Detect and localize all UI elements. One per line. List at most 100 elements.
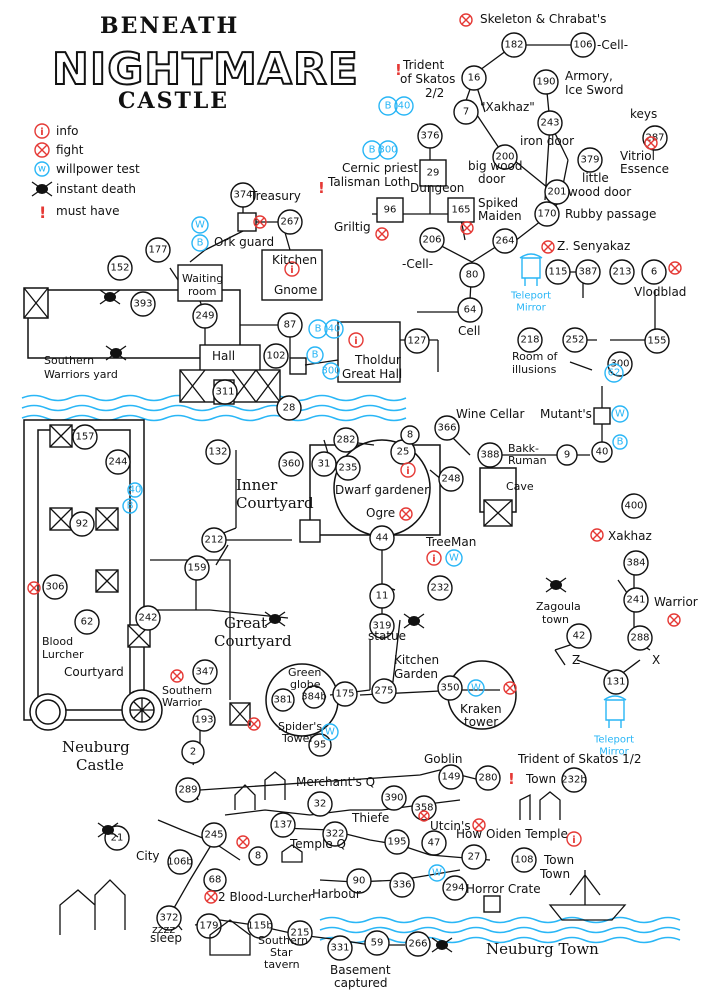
node[interactable]: 8 xyxy=(400,425,420,445)
node[interactable]: 294 xyxy=(442,875,468,901)
node[interactable]: 177 xyxy=(145,237,171,263)
node[interactable]: 358 xyxy=(411,795,437,821)
node[interactable]: 300 xyxy=(607,351,633,377)
node[interactable]: 232b xyxy=(561,767,587,793)
node[interactable]: 322 xyxy=(322,821,348,847)
node[interactable]: 102 xyxy=(263,343,289,369)
node[interactable]: 80 xyxy=(459,262,485,288)
node[interactable]: 288 xyxy=(627,625,653,651)
node[interactable]: 350 xyxy=(437,675,463,701)
node[interactable]: 242 xyxy=(135,605,161,631)
node[interactable]: 372 xyxy=(156,905,182,931)
node[interactable]: 218 xyxy=(517,327,543,353)
node[interactable]: 131 xyxy=(603,669,629,695)
node[interactable]: 9 xyxy=(556,444,578,466)
node[interactable]: 384b xyxy=(301,685,327,709)
node[interactable]: 374 xyxy=(230,182,256,208)
node[interactable]: 155 xyxy=(644,328,670,354)
node[interactable]: 170 xyxy=(534,201,560,227)
node[interactable]: 59 xyxy=(364,930,390,956)
node[interactable]: 311 xyxy=(212,379,238,405)
node[interactable]: 90 xyxy=(346,868,372,894)
node[interactable]: 331 xyxy=(327,935,353,961)
node[interactable]: 8 xyxy=(248,846,268,866)
node[interactable]: 149 xyxy=(438,764,464,790)
node[interactable]: 106b xyxy=(167,849,193,875)
node[interactable]: 381 xyxy=(271,688,295,712)
node[interactable]: 360 xyxy=(278,451,304,477)
node[interactable]: 115 xyxy=(545,259,571,285)
node[interactable]: 193 xyxy=(192,708,216,732)
node[interactable]: 175 xyxy=(332,681,358,707)
node[interactable]: 245 xyxy=(201,822,227,848)
node[interactable]: 267 xyxy=(277,209,303,235)
node[interactable]: 182 xyxy=(501,32,527,58)
node[interactable]: 252 xyxy=(562,327,588,353)
node[interactable]: 384 xyxy=(623,550,649,576)
node[interactable]: 266 xyxy=(405,931,431,957)
node[interactable]: 64 xyxy=(457,297,483,323)
node[interactable]: 264 xyxy=(492,228,518,254)
node[interactable]: 400 xyxy=(621,493,647,519)
node[interactable]: 347 xyxy=(192,659,218,685)
node[interactable]: 244 xyxy=(105,449,131,475)
node[interactable]: 319 xyxy=(369,613,395,639)
node[interactable]: 47 xyxy=(421,830,447,856)
node[interactable]: 165 xyxy=(447,197,475,223)
node[interactable]: 152 xyxy=(107,255,133,281)
node[interactable]: 388 xyxy=(477,442,503,468)
node[interactable]: 96 xyxy=(376,197,404,223)
node[interactable]: 32 xyxy=(307,791,333,817)
node[interactable]: 44 xyxy=(369,525,395,551)
node[interactable]: 249 xyxy=(192,303,218,329)
node[interactable]: 159 xyxy=(184,555,210,581)
node[interactable]: 31 xyxy=(311,451,337,477)
node[interactable]: 306 xyxy=(42,574,68,600)
node[interactable]: 241 xyxy=(623,587,649,613)
node[interactable]: 213 xyxy=(609,259,635,285)
node[interactable]: 393 xyxy=(130,291,156,317)
node[interactable]: 62 xyxy=(74,609,100,635)
node[interactable]: 212 xyxy=(201,527,227,553)
node[interactable]: 200 xyxy=(492,144,518,170)
node[interactable]: 336 xyxy=(389,872,415,898)
node[interactable]: 376 xyxy=(417,123,443,149)
node[interactable]: 108 xyxy=(511,847,537,873)
node[interactable]: 179 xyxy=(196,913,222,939)
node[interactable]: 40 xyxy=(591,441,613,463)
node[interactable]: 27 xyxy=(461,844,487,870)
node[interactable]: 390 xyxy=(381,785,407,811)
node[interactable]: 201 xyxy=(544,179,570,205)
node[interactable]: 248 xyxy=(438,466,464,492)
node[interactable]: 87 xyxy=(277,312,303,338)
node[interactable]: 28 xyxy=(276,395,302,421)
node[interactable]: 282 xyxy=(333,427,359,453)
node[interactable]: 387 xyxy=(575,259,601,285)
node[interactable]: 16 xyxy=(461,65,487,91)
node[interactable]: 6 xyxy=(641,259,667,285)
node[interactable]: 132 xyxy=(205,439,231,465)
node[interactable]: 7 xyxy=(453,99,479,125)
node[interactable]: 92 xyxy=(69,511,95,537)
node[interactable]: 137 xyxy=(270,812,296,838)
node[interactable]: 366 xyxy=(434,415,460,441)
node[interactable]: 127 xyxy=(404,328,430,354)
node[interactable]: 190 xyxy=(533,69,559,95)
node[interactable]: 106 xyxy=(570,32,596,58)
node[interactable]: 232 xyxy=(427,575,453,601)
node[interactable]: 379 xyxy=(577,147,603,173)
node[interactable]: 275 xyxy=(371,678,397,704)
node[interactable]: 206 xyxy=(419,227,445,253)
node[interactable]: 2 xyxy=(181,740,205,764)
node[interactable]: 235 xyxy=(335,455,361,481)
node[interactable]: 42 xyxy=(566,623,592,649)
node[interactable]: 115b xyxy=(247,913,273,939)
node[interactable]: 95 xyxy=(308,733,332,757)
node[interactable]: 68 xyxy=(203,868,227,892)
node[interactable]: 29 xyxy=(427,168,440,179)
node[interactable]: 289 xyxy=(175,777,201,803)
node[interactable]: 243 xyxy=(537,110,563,136)
node[interactable]: 157 xyxy=(72,424,98,450)
node[interactable]: 280 xyxy=(475,765,501,791)
node[interactable]: 215 xyxy=(287,920,313,946)
